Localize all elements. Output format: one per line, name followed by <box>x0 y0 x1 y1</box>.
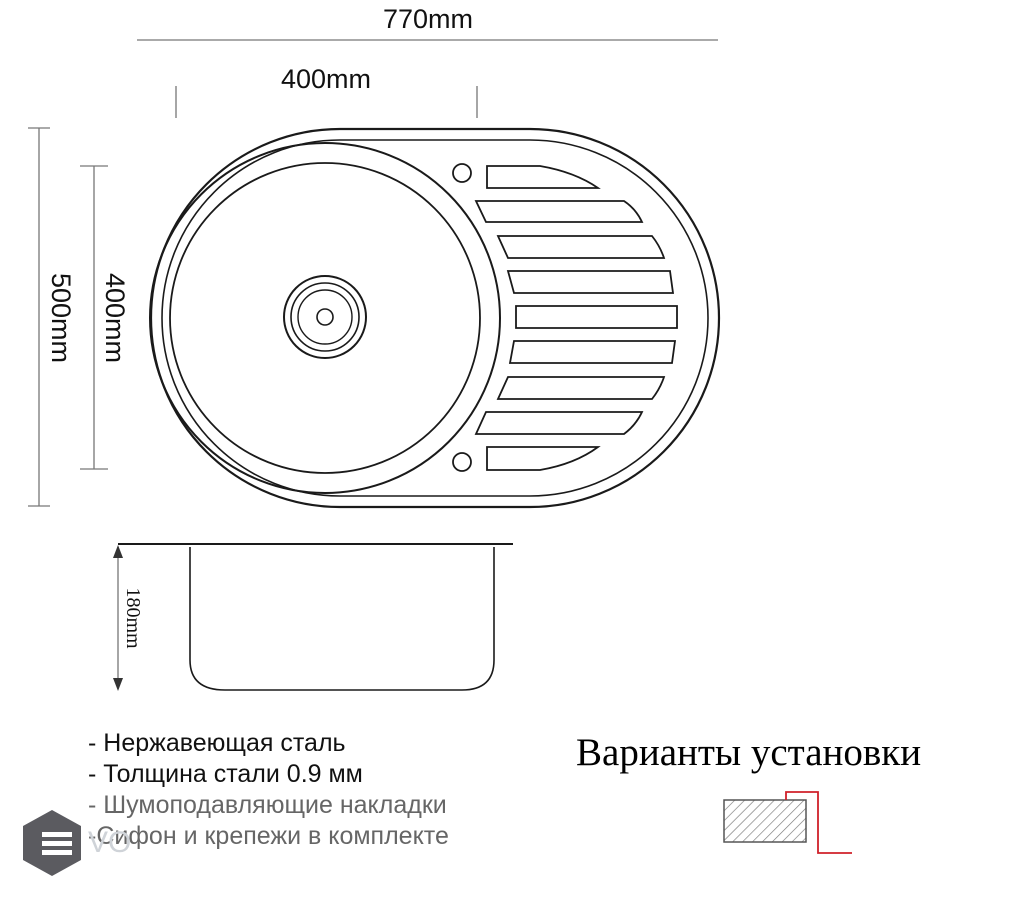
watermark-logo: VO <box>23 810 131 876</box>
install-options-title: Варианты установки <box>576 731 922 774</box>
drain-ring-1 <box>290 282 360 352</box>
drain-ring-2 <box>297 289 353 345</box>
side-view-bowl <box>189 547 495 691</box>
install-icon <box>723 791 852 854</box>
drainboard-groove <box>515 305 678 329</box>
drainboard-groove <box>506 270 675 294</box>
spec-item: -Сифон и крепежи в комплекте <box>88 822 449 850</box>
spec-item: - Нержавеющая сталь <box>88 729 346 757</box>
logo-bar-1 <box>42 832 72 837</box>
overall-width-label: 770mm <box>383 4 473 34</box>
drainboard-groove <box>496 235 666 259</box>
bowl-outer-edge <box>149 142 501 494</box>
overall-depth-label: 500mm <box>46 273 76 363</box>
spec-list: - Нержавеющая сталь - Толщина стали 0.9 … <box>88 728 449 852</box>
drainboard-groove <box>508 340 677 364</box>
bowl-inner-edge <box>169 162 481 474</box>
watermark-text: VO <box>88 826 131 859</box>
inner-rim <box>161 139 709 497</box>
bowl-height-arrow-top <box>113 545 123 558</box>
drainboard-groove <box>486 446 601 471</box>
drain-center <box>316 308 334 326</box>
bowl-depth-label: 400mm <box>100 273 130 363</box>
tap-hole-top <box>452 163 472 183</box>
countertop <box>723 799 807 843</box>
installed-sink-profile <box>785 791 852 854</box>
bowl-height-label: 180mm <box>122 587 144 649</box>
drainboard-groove <box>474 200 644 223</box>
tap-hole-bottom <box>452 452 472 472</box>
drain-outer <box>283 275 367 359</box>
drainboard-groove <box>474 411 644 435</box>
logo-bar-3 <box>42 850 72 855</box>
outer-rim <box>149 127 721 509</box>
bowl-height-arrow-bottom <box>113 678 123 691</box>
bowl-width-label: 400mm <box>281 64 371 94</box>
spec-item: - Толщина стали 0.9 мм <box>88 760 363 788</box>
sink-top-view <box>149 127 721 509</box>
spec-item: - Шумоподавляющие накладки <box>88 791 447 819</box>
drainboard-groove <box>496 376 666 400</box>
logo-bar-2 <box>42 841 72 846</box>
drainboard-groove <box>486 165 601 189</box>
